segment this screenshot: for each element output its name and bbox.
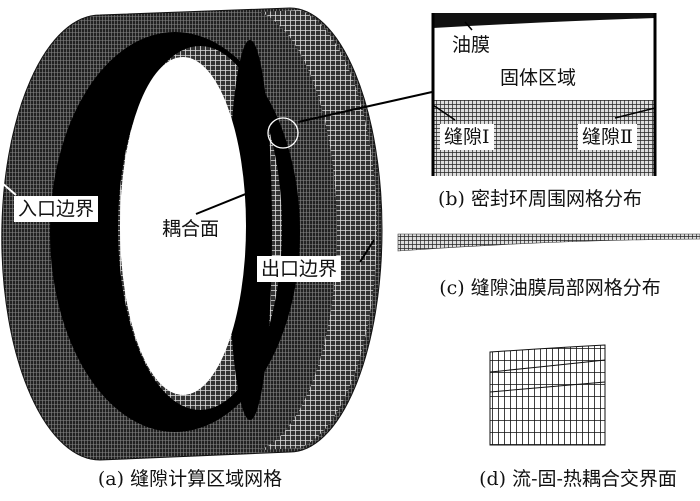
gap-1-label: 缝隙Ⅰ [440, 124, 494, 150]
gap-2-label: 缝隙Ⅱ [578, 124, 637, 150]
region-marker-circle [267, 117, 299, 149]
oil-film-mesh [397, 233, 700, 252]
solid-region-label: 固体区域 [500, 67, 577, 89]
outlet-boundary-label: 出口边界 [257, 256, 342, 282]
caption-a: (a) 缝隙计算区域网格 [97, 468, 283, 490]
interface-mesh [489, 344, 606, 446]
inlet-boundary-label: 入口边界 [14, 196, 99, 222]
coupling-surface-label: 耦合面 [162, 218, 220, 240]
leader-lines [1, 91, 433, 263]
caption-b: (b) 密封环周围网格分布 [437, 188, 643, 210]
caption-c: (c) 缝隙油膜局部网格分布 [439, 277, 661, 299]
ring-mesh [1, 7, 383, 461]
oil-film-label: 油膜 [452, 34, 491, 56]
caption-d: (d) 流-固-热耦合交界面 [479, 468, 677, 490]
